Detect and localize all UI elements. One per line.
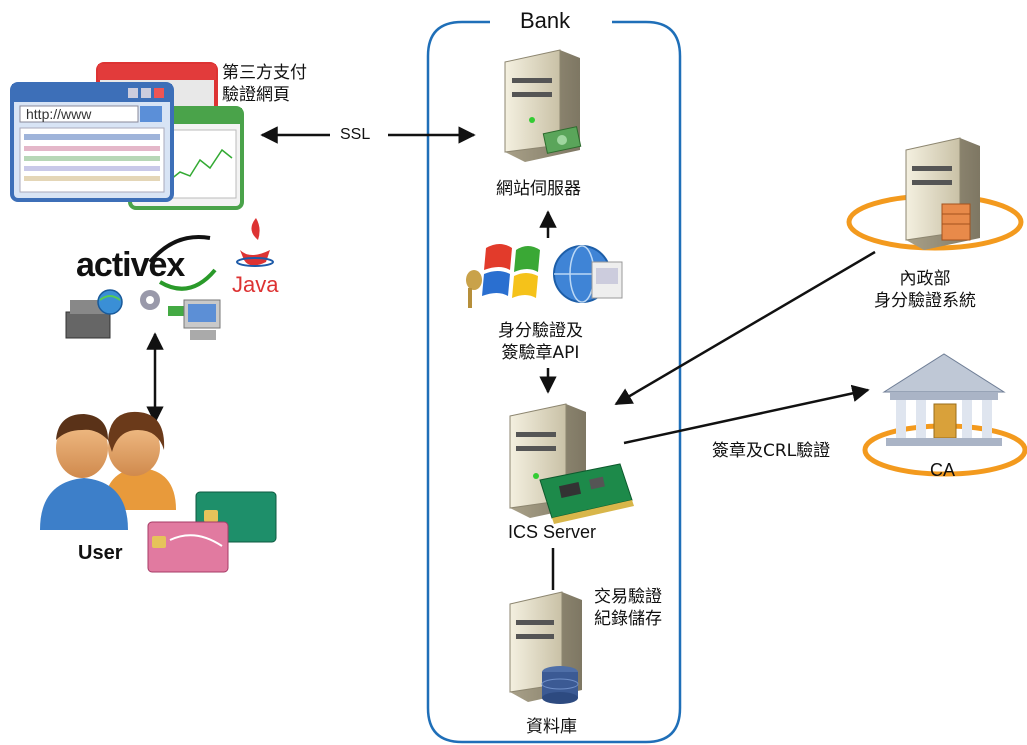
moi-server-icon: [846, 137, 1024, 251]
windows-keys-icon: [466, 244, 540, 308]
web-server-icon: [504, 49, 582, 162]
activex-label: activex: [76, 246, 185, 284]
api-label: 身分驗證及 簽驗章API: [498, 321, 583, 363]
moi-to-ics-arrow: [614, 250, 876, 406]
database-server-icon: [509, 591, 582, 704]
globe-computer-icon: [553, 245, 623, 303]
moi-label: 內政部 身分驗證系統: [874, 269, 976, 311]
network-computers-icon: [65, 289, 221, 340]
ics-server-icon: [509, 403, 634, 524]
java-icon: [236, 218, 274, 267]
pci-card-icon: [539, 463, 634, 524]
ca-label: CA: [930, 460, 956, 480]
web-server-label: 網站伺服器: [496, 179, 581, 199]
ics-server-label: ICS Server: [508, 522, 597, 542]
user-label: User: [78, 542, 123, 564]
third-party-label: 第三方支付 驗證網頁: [222, 63, 307, 105]
browser-windows-icon: [10, 62, 244, 210]
smart-card-icon: [147, 491, 277, 573]
java-label: Java: [232, 272, 279, 297]
ca-building-icon: [862, 353, 1027, 477]
sign-crl-label: 簽章及CRL驗證: [712, 441, 831, 461]
bank-container: [426, 20, 682, 744]
bank-label: Bank: [520, 8, 571, 33]
ssl-label: SSL: [340, 126, 371, 143]
user-icon: [40, 411, 176, 530]
ics-to-ca-arrow: [623, 384, 870, 445]
activex-logo: [148, 235, 217, 291]
database-label: 資料庫: [526, 717, 577, 737]
storage-label: 交易驗證 紀錄儲存: [594, 587, 662, 629]
browser-url: http://www: [26, 106, 92, 122]
